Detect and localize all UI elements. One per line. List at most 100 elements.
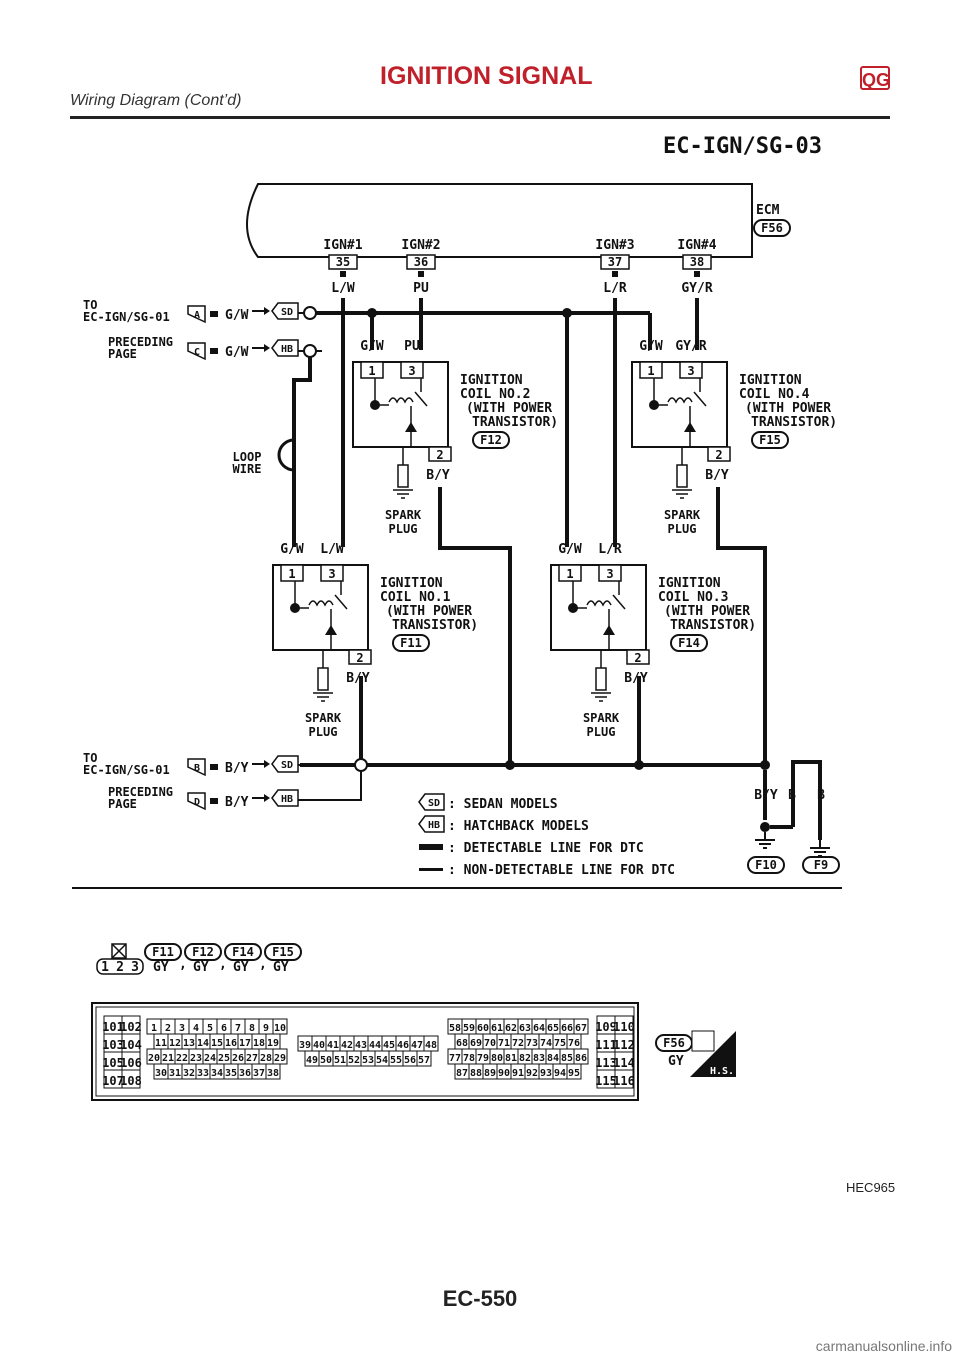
loop-wire-symbol	[277, 438, 295, 472]
pin-key-number: 2	[116, 960, 124, 975]
ecm-conn-block3-pin: 84	[547, 1053, 559, 1064]
coil-c1-transistor	[334, 594, 348, 610]
coil-c2-title: COIL NO.2	[460, 387, 530, 402]
ecm-conn-block3-pin: 59	[463, 1023, 475, 1034]
ecm-conn-block2-pin: 44	[369, 1040, 381, 1051]
coil-c3-connector-tag-outline	[670, 634, 708, 652]
ecm-conn-block2-pin: 45	[383, 1040, 395, 1051]
key-connector-tag-label: F15	[272, 945, 294, 959]
ecm-conn-right-pin: 115	[595, 1074, 617, 1088]
ecm-conn-block3-pin: 92	[526, 1068, 538, 1079]
ecm-conn-block1-pin: 7	[235, 1023, 241, 1034]
coil-c2-plug-body	[397, 464, 409, 488]
legend-text: : HATCHBACK MODELS	[448, 819, 589, 834]
ground-connector-tag-label: F9	[814, 858, 828, 872]
link-bottom-model-arrowhead	[264, 760, 270, 768]
coil-c1-wire2: B/Y	[346, 671, 370, 686]
coil-c3-spark-label: SPARK	[583, 711, 620, 725]
key-connector-tag-label: F11	[152, 945, 174, 959]
ecm-conn-block1-pin: 29	[274, 1053, 286, 1064]
key-separator: ,	[259, 957, 267, 972]
page-number: EC-550	[442, 1286, 518, 1311]
legend-model-label: HB	[428, 820, 440, 831]
ecm-conn-block1-pin: 20	[148, 1053, 160, 1064]
pin-key-number: 1	[101, 960, 109, 975]
wire-ground2	[791, 760, 822, 840]
ecm-conn-block3-pin: 64	[533, 1023, 545, 1034]
ecm-conn-block2-pin: 48	[425, 1040, 437, 1051]
ecm-conn-block2-pin: 51	[334, 1055, 346, 1066]
ecm-conn-block3-pin: 91	[512, 1068, 524, 1079]
link-top-to: TO	[83, 298, 97, 312]
ecm-conn-block1-pin: 33	[197, 1068, 209, 1079]
ecm-pin-box	[682, 254, 712, 270]
ecm-conn-block3-cell	[566, 1063, 582, 1080]
coil-c3-node	[568, 603, 578, 613]
coil-c4-pin1: 1	[647, 364, 654, 378]
ecm-pin-name: IGN#3	[595, 238, 634, 253]
cross-box-line	[111, 943, 127, 959]
ground-wire: B	[788, 788, 796, 803]
link-top-target: EC-IGN/SG-01	[83, 310, 170, 324]
by-junction	[634, 760, 644, 770]
header-rule	[70, 116, 890, 119]
ecm-conn-block3-pin: 80	[491, 1053, 503, 1064]
ecm-conn-block1-pin: 13	[183, 1038, 195, 1049]
ecm-conn-block1-pin: 30	[155, 1068, 167, 1079]
coil-c4-wire2: B/Y	[705, 468, 729, 483]
ecm-conn-block3-pin: 81	[505, 1053, 517, 1064]
coil-c2-connector-tag-label: F12	[480, 433, 502, 447]
by-junction	[505, 760, 515, 770]
ecm-conn-block3-pin: 72	[512, 1038, 524, 1049]
ecm-conn-block3-pin: 58	[449, 1023, 461, 1034]
link-top-stub	[210, 348, 218, 354]
key-connector-color: GY	[273, 960, 289, 975]
ecm-conn-block1-pin: 4	[193, 1023, 199, 1034]
ecm-conn-block2-pin: 53	[362, 1055, 374, 1066]
ground-connector-tag-outline	[802, 856, 840, 874]
link-bottom-model-label: SD	[281, 760, 293, 771]
link-top-letter: C	[194, 347, 200, 358]
ecm-conn-block1-pin: 22	[176, 1053, 188, 1064]
coil-c3-title: (WITH POWER	[664, 604, 750, 619]
ecm-conn-block1-pin: 1	[151, 1023, 157, 1034]
ecm-conn-block2-pin: 39	[299, 1040, 311, 1051]
hb-splice	[303, 344, 317, 358]
ecm-conn-block1-pin: 37	[253, 1068, 265, 1079]
ecm-conn-block1-pin: 34	[211, 1068, 223, 1079]
coil-c1-winding	[308, 600, 334, 607]
coil-c3-pin3: 3	[606, 567, 613, 581]
coil-c2-pin3-box	[400, 361, 424, 379]
coil-c4-spark-label: SPARK	[664, 508, 701, 522]
ecm-conn-block3-pin: 68	[456, 1038, 468, 1049]
coil-c4-pin3: 3	[687, 364, 694, 378]
coil-c3-pin1-box	[558, 564, 582, 582]
coil-c3-wire3: L/R	[598, 542, 622, 557]
coil-c1-connector-tag-outline	[392, 634, 430, 652]
coil-c3-wire1: G/W	[558, 542, 582, 557]
link-bottom-letter: D	[194, 797, 200, 808]
ecm-pin-name: IGN#4	[677, 238, 716, 253]
ecm-conn-block3-pin: 70	[484, 1038, 496, 1049]
ecm-conn-block3-pin: 74	[540, 1038, 552, 1049]
ecm-conn-left-pin: 104	[120, 1038, 142, 1052]
ecm-pin-wire: PU	[413, 281, 429, 296]
ground-connector-tag-label: F10	[755, 858, 777, 872]
ecm-conn-block3-pin: 79	[477, 1053, 489, 1064]
section-badge: QG	[860, 66, 890, 90]
ecm-pin-wire: GY/R	[681, 281, 712, 296]
coil-c4-pin3-box	[679, 361, 703, 379]
coil-c4-title: TRANSISTOR)	[751, 415, 837, 430]
ecm-conn-block2-pin: 43	[355, 1040, 367, 1051]
link-bottom-model-pentagon	[271, 789, 299, 807]
coil-c3-connector-tag-label: F14	[678, 636, 700, 650]
ecm-conn-block1-pin: 15	[211, 1038, 223, 1049]
ecm-conn-left-pin: 101	[102, 1020, 124, 1034]
coil-c4-spark-label: PLUG	[668, 522, 697, 536]
link-bottom-stub	[210, 798, 218, 804]
link-bottom-target: EC-IGN/SG-01	[83, 763, 170, 777]
coil-c4-transistor	[693, 391, 707, 407]
ecm-conn-block1-pin: 31	[169, 1068, 181, 1079]
coil-c2-pin1-box	[360, 361, 384, 379]
